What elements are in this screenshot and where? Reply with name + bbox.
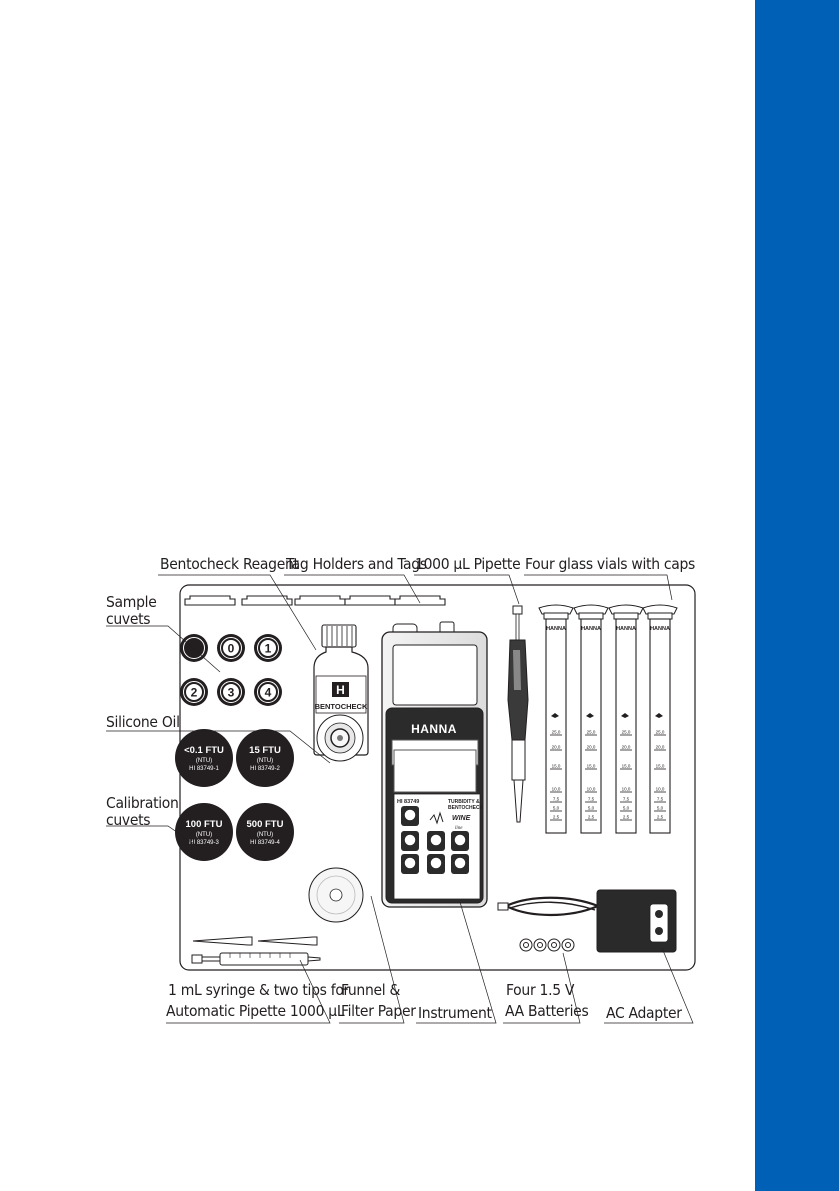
instrument: HANNA HI 83749 TURBIDITY & BENTOCHECK WI…	[381, 621, 488, 908]
instrument-model: HI 83749	[397, 799, 419, 805]
calibration-value: 15 FTU	[249, 745, 281, 756]
vial-scale-label: 20,0	[587, 745, 596, 750]
label-sample-cuvets-1: Sample	[106, 593, 157, 611]
sample-cuvet-number: 3	[228, 686, 235, 700]
vial-scale-label: 10,0	[587, 787, 596, 792]
vial-scale-label: 5,0	[657, 806, 664, 811]
sample-cuvet-number: 2	[191, 686, 198, 700]
vial-scale-label: 10,0	[656, 787, 665, 792]
label-silicone-oil: Silicone Oil	[106, 713, 180, 731]
label-glass-vials: Four glass vials with caps	[525, 555, 696, 573]
tag-holders	[184, 595, 446, 606]
vial-scale-label: 5,0	[623, 806, 630, 811]
calibration-unit: (NTU)	[257, 758, 273, 764]
vial-scale-label: 25,0	[587, 730, 596, 735]
label-sample-cuvets-2: cuvets	[106, 610, 151, 628]
instrument-brand: HANNA	[411, 722, 457, 736]
vial-scale-label: 25,0	[622, 730, 631, 735]
label-calibration-cuvets-2: cuvets	[106, 811, 151, 829]
vial-scale-label: 2,5	[623, 815, 630, 820]
glass-vial: HANNA 25,0 20,0 15,0 10,0 7,5 5,0 2,5	[538, 604, 574, 834]
calibration-value: <0.1 FTU	[184, 745, 224, 756]
label-ac-adapter: AC Adapter	[606, 1004, 682, 1022]
label-calibration-cuvets-1: Calibration	[106, 794, 179, 812]
calibration-code: HI 83749-1	[189, 766, 219, 772]
reagent-logo: H	[336, 683, 345, 697]
vial-scale-label: 10,0	[622, 787, 631, 792]
calibration-cuvet	[236, 729, 294, 787]
vial-scale-label: 25,0	[656, 730, 665, 735]
vial-scale-label: 2,5	[553, 815, 560, 820]
label-batteries-2: AA Batteries	[505, 1002, 589, 1020]
calibration-cuvet	[175, 803, 233, 861]
reagent-bottle-label: BENTOCHECK	[315, 702, 368, 711]
vial-scale-label: 15,0	[622, 764, 631, 769]
vial-scale-label: 2,5	[588, 815, 595, 820]
automatic-pipette	[507, 605, 529, 823]
label-pipette: 1000 µL Pipette	[415, 555, 521, 573]
label-tag-holders: Tag Holders and Tags	[286, 555, 427, 573]
vial-scale-label: 7,5	[623, 797, 630, 802]
kit-contents-illustration: 0 1 2 3 4 <0.1 FTU (NTU) HI 83749-1 15 FTU (NTU)…	[106, 574, 696, 1024]
vial-scale-label: 2,5	[657, 815, 664, 820]
calibration-code: HI 83749-3	[189, 840, 219, 846]
ac-adapter	[497, 889, 677, 953]
vial-scale-label: 5,0	[553, 806, 560, 811]
vial-scale-label: 5,0	[588, 806, 595, 811]
calibration-unit: (NTU)	[196, 758, 212, 764]
calibration-cuvet	[175, 729, 233, 787]
label-syringe-2: Automatic Pipette 1000 µL	[166, 1002, 345, 1020]
instrument-line: WINE	[452, 815, 471, 822]
glass-vial: HANNA 25,0 20,0 15,0 10,0 7,5 5,0 2,5	[608, 604, 644, 834]
calibration-value: 100 FTU	[186, 819, 223, 830]
glass-vial: HANNA 25,0 20,0 15,0 10,0 7,5 5,0 2,5	[573, 604, 609, 834]
side-accent-band	[755, 0, 839, 1191]
calibration-cuvets: <0.1 FTU (NTU) HI 83749-1 15 FTU (NTU) HI 837…	[175, 729, 294, 861]
vial-scale-label: 15,0	[656, 764, 665, 769]
instrument-title-2: BENTOCHECK	[448, 805, 484, 811]
calibration-cuvet	[236, 803, 294, 861]
silicone-oil-bottle	[316, 714, 364, 762]
funnel-and-filter-paper	[308, 867, 364, 923]
calibration-code: HI 83749-2	[250, 766, 280, 772]
callout-leader-lines	[106, 574, 694, 1024]
vial-scale-label: 15,0	[587, 764, 596, 769]
sample-cuvet-number: 1	[265, 642, 272, 656]
vial-brand: HANNA	[546, 626, 566, 632]
instrument-line-sub: line	[455, 826, 463, 831]
calibration-unit: (NTU)	[196, 832, 212, 838]
glass-vials: HANNA 25,0 20,0 15,0 10,0 7,5 5,0 2,5 HANNA 25,0 2…	[538, 604, 678, 834]
vial-brand: HANNA	[616, 626, 636, 632]
label-batteries-1: Four 1.5 V	[506, 981, 575, 999]
vial-scale-label: 7,5	[657, 797, 664, 802]
label-funnel-1: Funnel &	[341, 981, 401, 999]
vial-brand: HANNA	[650, 626, 670, 632]
syringe-and-tips	[191, 936, 321, 966]
vial-scale-label: 20,0	[552, 745, 561, 750]
glass-vial: HANNA 25,0 20,0 15,0 10,0 7,5 5,0 2,5	[642, 604, 678, 834]
sample-cuvets: 0 1 2 3 4	[180, 634, 282, 706]
label-syringe-1: 1 mL syringe & two tips for	[168, 981, 349, 999]
sample-cuvet-number: 0	[228, 642, 235, 656]
vial-scale-label: 20,0	[656, 745, 665, 750]
vial-scale-label: 25,0	[552, 730, 561, 735]
label-instrument: Instrument	[418, 1004, 492, 1022]
vial-scale-label: 10,0	[552, 787, 561, 792]
label-bentocheck-reagent: Bentocheck Reagent	[160, 555, 299, 573]
calibration-value: 500 FTU	[247, 819, 284, 830]
aa-batteries	[519, 938, 575, 952]
vial-brand: HANNA	[581, 626, 601, 632]
calibration-unit: (NTU)	[257, 832, 273, 838]
vial-scale-label: 7,5	[588, 797, 595, 802]
vial-scale-label: 15,0	[552, 764, 561, 769]
calibration-code: HI 83749-4	[250, 840, 280, 846]
label-funnel-2: Filter Paper	[341, 1002, 416, 1020]
instrument-title-1: TURBIDITY &	[448, 799, 480, 805]
sample-cuvet-number: 4	[265, 686, 272, 700]
vial-scale-label: 7,5	[553, 797, 560, 802]
vial-scale-label: 20,0	[622, 745, 631, 750]
